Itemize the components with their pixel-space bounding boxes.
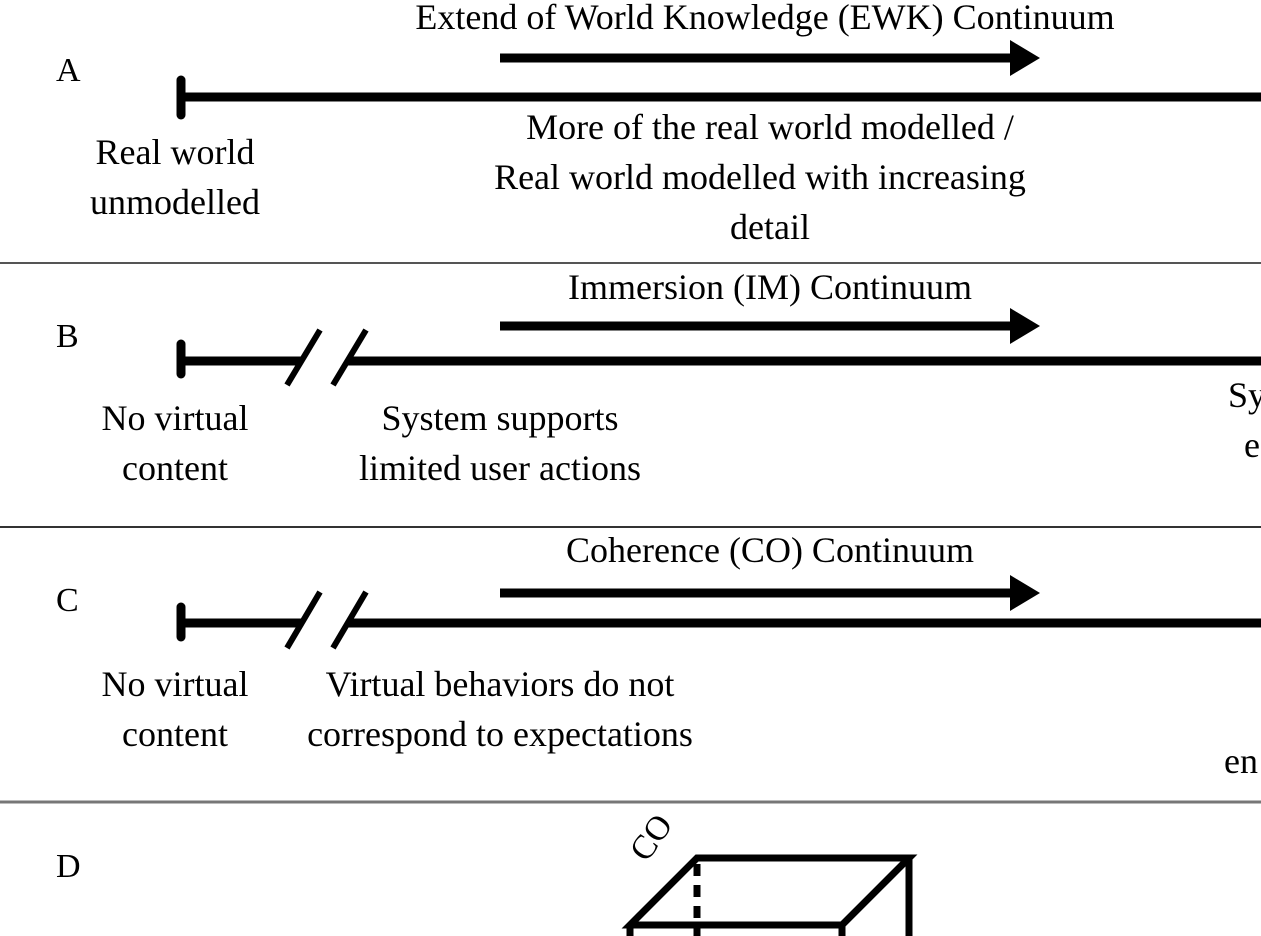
panel-a-letter: A — [56, 52, 81, 89]
panel-d-letter: D — [56, 848, 81, 885]
panel-b-graphics — [176, 308, 1261, 387]
ewk-direction-arrowhead — [1010, 40, 1040, 76]
panel-d-cube — [621, 854, 918, 936]
panel-a-graphics — [176, 40, 1261, 120]
im-mid-label-line2: limited user actions — [359, 448, 641, 488]
ewk-mid-label-line3: detail — [730, 207, 810, 247]
im-continuum-title: Immersion (IM) Continuum — [568, 267, 972, 307]
panel-c-letter: C — [56, 582, 79, 619]
im-axis-break-mark-1 — [284, 328, 323, 387]
ewk-continuum-title: Extend of World Knowledge (EWK) Continuu… — [415, 0, 1115, 37]
co-left-label-line1: No virtual — [101, 664, 249, 704]
im-left-label-line2: content — [122, 448, 228, 488]
ewk-left-label-line1: Real world — [95, 132, 255, 172]
im-mid-label-line1: System supports — [381, 398, 619, 438]
im-direction-arrowhead — [1010, 308, 1040, 344]
co-mid-label-line2: correspond to expectations — [307, 714, 693, 754]
ewk-mid-label-line1: More of the real world modelled / — [526, 107, 1014, 147]
co-mid-label-line1: Virtual behaviors do not — [325, 664, 675, 704]
cube-top-face — [621, 854, 918, 929]
im-right-label-line1: Sy — [1228, 375, 1261, 415]
ewk-left-label-line2: unmodelled — [90, 182, 260, 222]
panel-b-letter: B — [56, 318, 79, 355]
co-continuum-title: Coherence (CO) Continuum — [566, 530, 974, 570]
co-right-label-line1: en — [1224, 741, 1258, 781]
im-right-label-line2: e — [1244, 425, 1260, 465]
im-left-label-line1: No virtual — [101, 398, 249, 438]
co-axis-break-mark-1 — [284, 590, 323, 650]
ewk-mid-label-line2: Real world modelled with increasing — [494, 157, 1026, 197]
co-left-label-line2: content — [122, 714, 228, 754]
panel-c-graphics — [176, 575, 1261, 650]
co-direction-arrowhead — [1010, 575, 1040, 611]
